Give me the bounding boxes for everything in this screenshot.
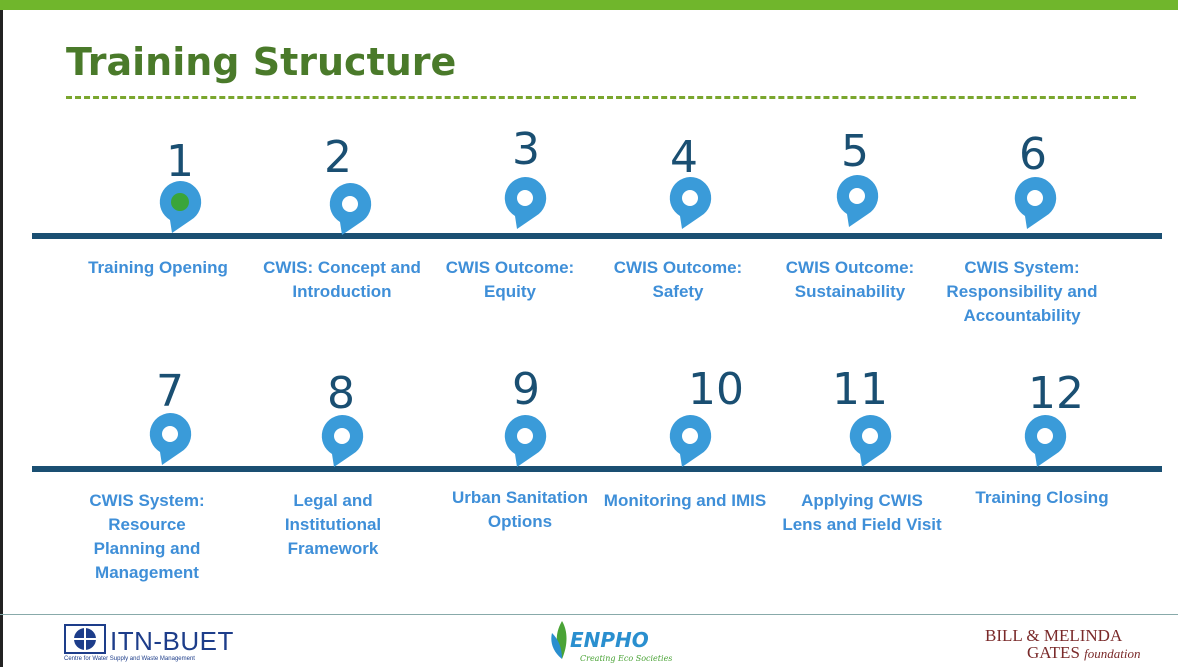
step-label: Urban Sanitation Options: [451, 488, 588, 531]
gates-suffix: foundation: [1084, 646, 1141, 661]
step-label: Legal and Institutional Framework: [284, 491, 382, 558]
step-number: 7: [156, 366, 184, 417]
step-number: 1: [166, 136, 194, 187]
leaf-icon: [551, 621, 567, 659]
gates-line-2: GATES foundation: [1027, 643, 1141, 663]
left-border: [0, 10, 3, 667]
itn-emblem-icon: [64, 624, 106, 654]
step-number: 10: [688, 364, 744, 415]
location-pin-icon: [669, 176, 712, 229]
slide-title: Training Structure: [66, 40, 457, 84]
timeline-line-bottom: [32, 466, 1162, 472]
step-number: 9: [512, 364, 540, 415]
step-label: Training Closing: [975, 488, 1109, 507]
step-label: CWIS Outcome: Equity: [445, 258, 575, 301]
step-number: 3: [512, 124, 540, 175]
gates-name: GATES: [1027, 643, 1080, 662]
step-label: Applying CWIS Lens and Field Visit: [782, 491, 942, 534]
step-label: CWIS System: Resource Planning and Manag…: [89, 491, 205, 582]
step-number: 6: [1019, 129, 1047, 180]
location-pin-icon: [321, 414, 364, 467]
location-pin-icon: [149, 412, 192, 465]
step-label: Training Opening: [88, 258, 228, 277]
step-number: 5: [841, 126, 869, 177]
location-pin-icon: [849, 414, 892, 467]
step-label: Monitoring and IMIS: [603, 491, 767, 510]
location-pin-icon: [669, 414, 712, 467]
timeline-line-top: [32, 233, 1162, 239]
location-pin-icon: [1024, 414, 1067, 467]
step-number: 4: [670, 132, 698, 183]
location-pin-icon: [504, 176, 547, 229]
itn-buet-name: ITN-BUET: [110, 626, 234, 656]
location-pin-icon: [504, 414, 547, 467]
enpho-name: ENPHO: [570, 628, 649, 652]
top-accent-bar: [0, 0, 1178, 10]
step-label: CWIS Outcome: Sustainability: [785, 258, 915, 301]
step-label: CWIS: Concept and Introduction: [263, 258, 421, 301]
footer-divider: [0, 614, 1178, 615]
gates-line-1: BILL & MELINDA: [985, 626, 1123, 645]
location-pin-icon: [159, 180, 202, 233]
itn-buet-subtitle: Centre for Water Supply and Waste Manage…: [64, 656, 195, 662]
step-number: 11: [832, 364, 888, 415]
enpho-tagline: Creating Eco Societies: [580, 654, 673, 663]
location-pin-icon: [329, 182, 372, 235]
step-number: 12: [1028, 368, 1084, 419]
step-label: CWIS System: Responsibility and Accounta…: [946, 258, 1098, 325]
step-label: CWIS Outcome: Safety: [613, 258, 743, 301]
step-number: 2: [324, 132, 352, 183]
title-divider: [66, 96, 1136, 99]
step-number: 8: [327, 368, 355, 419]
location-pin-icon: [836, 174, 879, 227]
location-pin-icon: [1014, 176, 1057, 229]
